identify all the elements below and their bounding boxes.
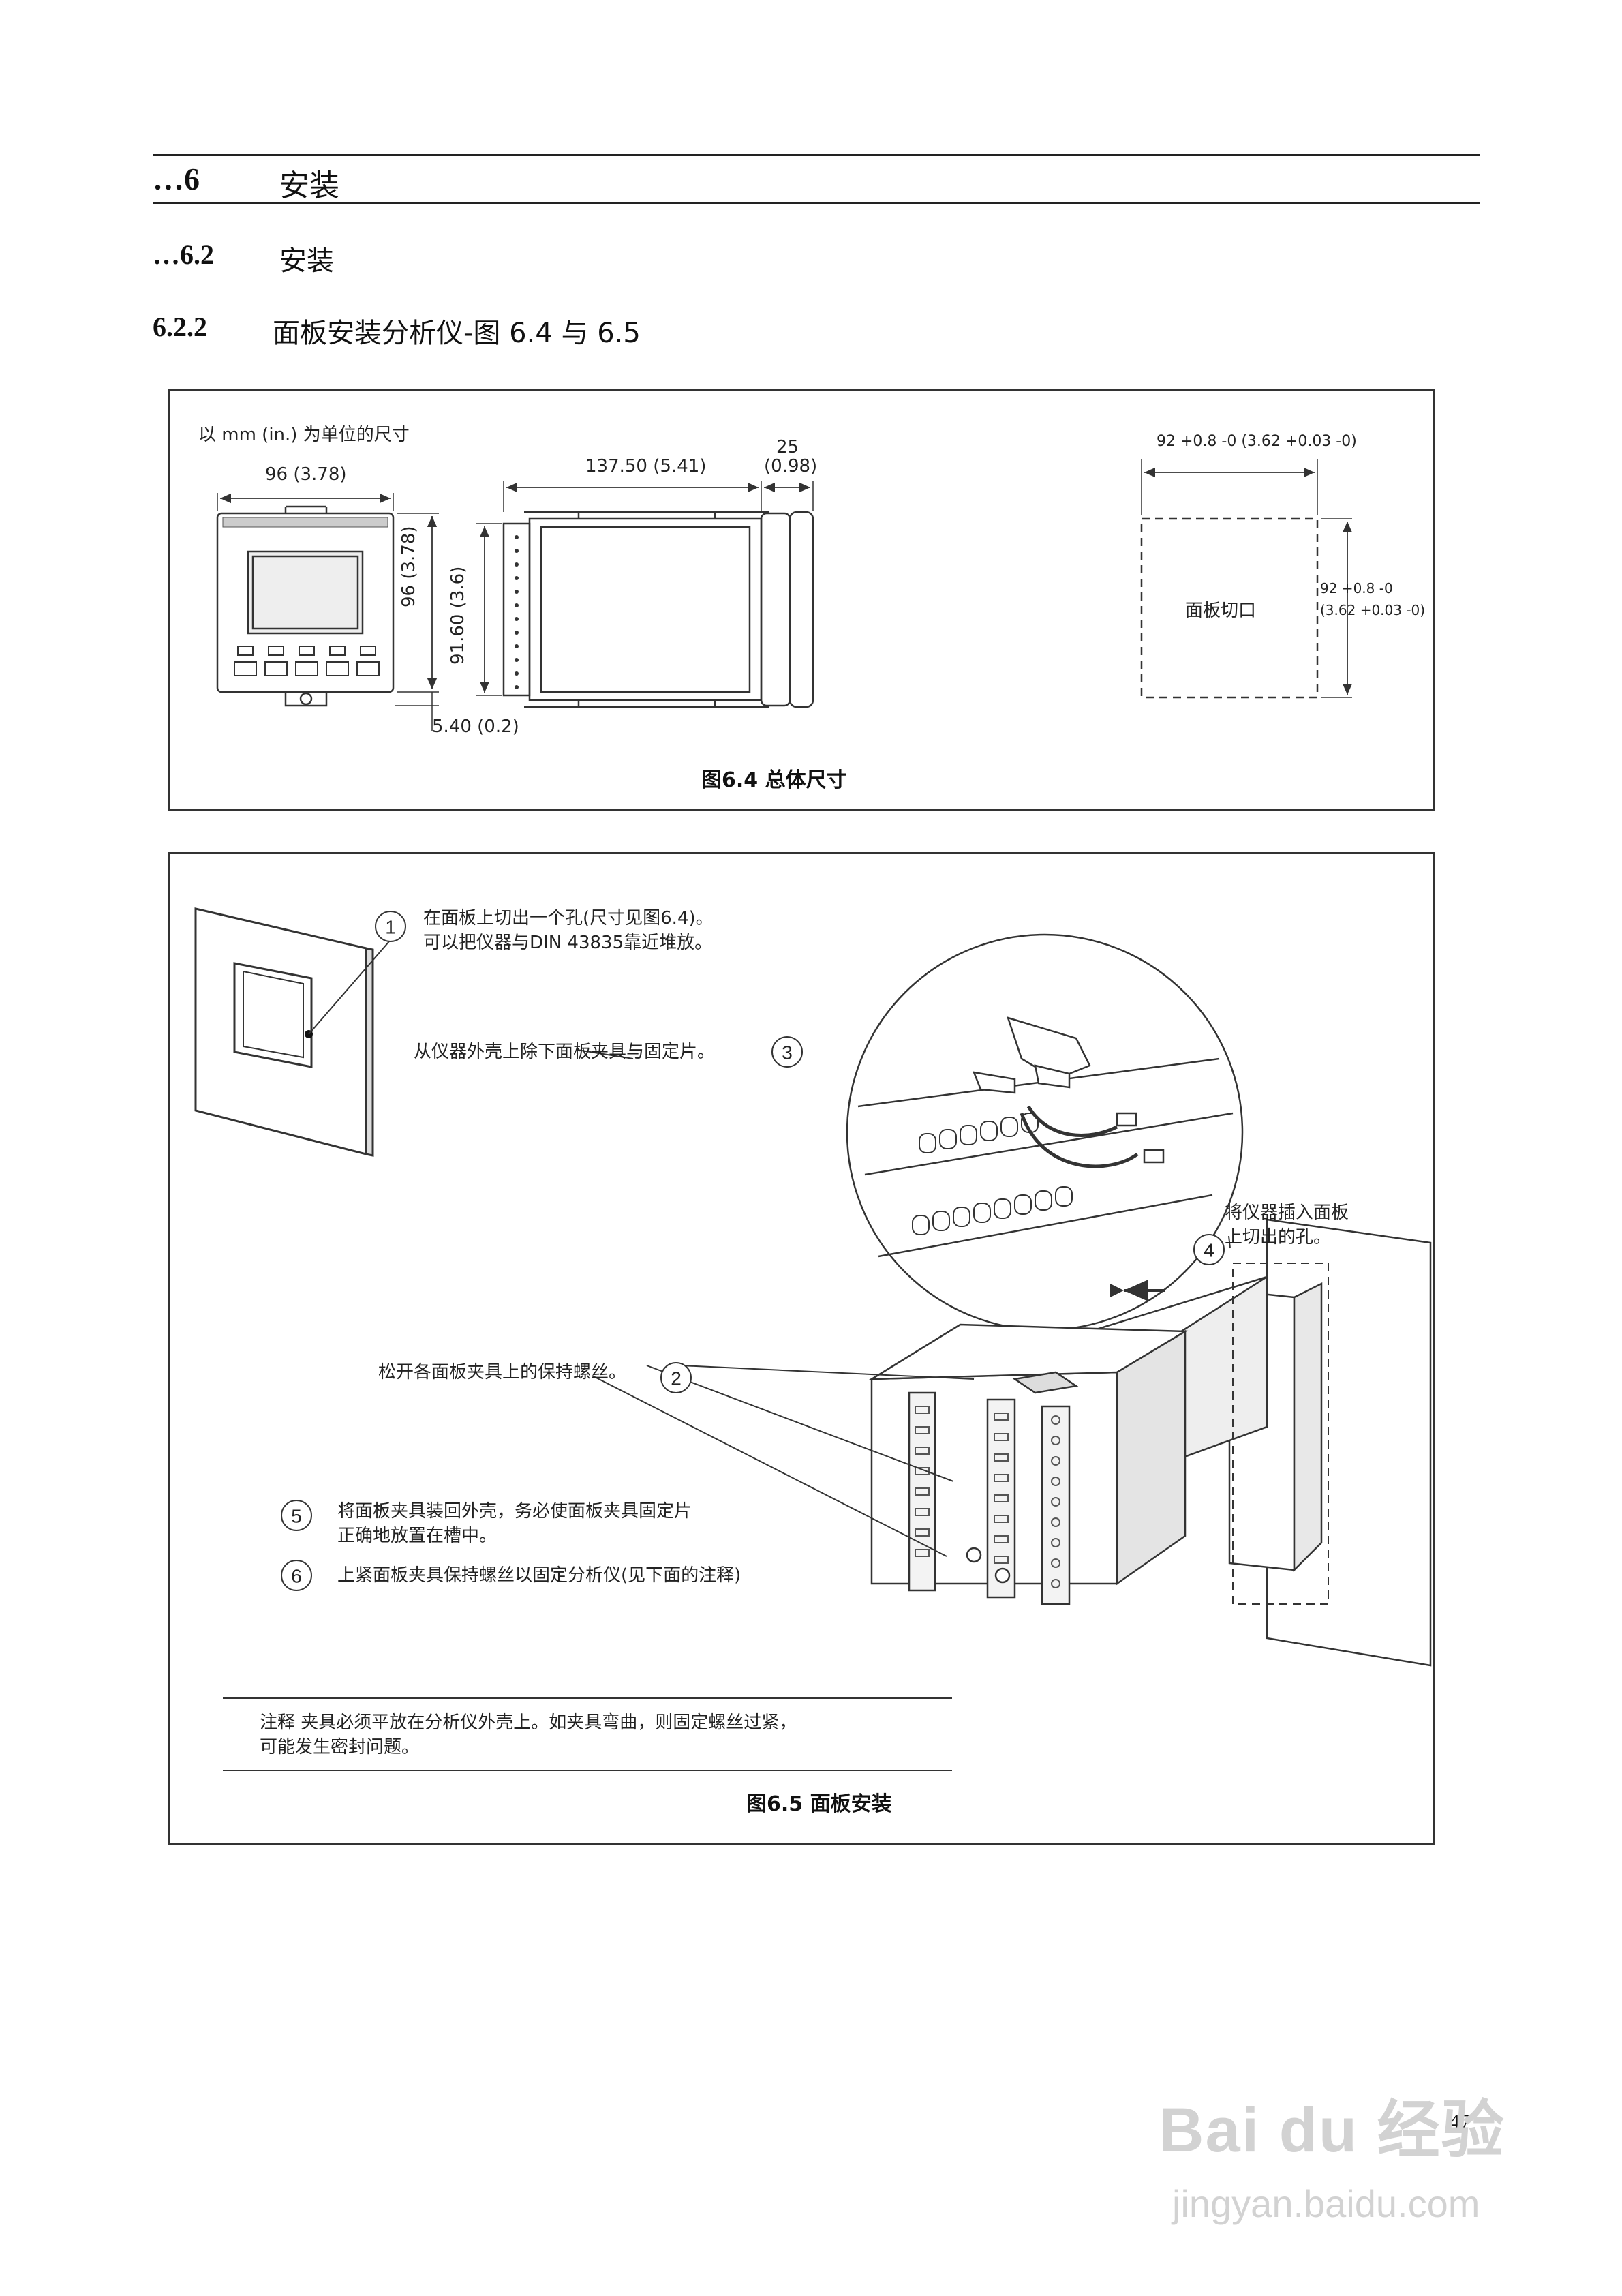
side-view-drawing bbox=[502, 511, 814, 708]
top-rule bbox=[153, 154, 1480, 156]
step-5-line-2: 正确地放置在槽中。 bbox=[337, 1526, 498, 1546]
subsection-heading: …6.2 安装 bbox=[153, 239, 334, 277]
subsubsection-heading: 6.2.2 面板安装分析仪-图 6.4 与 6.5 bbox=[153, 311, 641, 349]
baidu-jingyan-watermark-logo: Bai du 经验 bbox=[1159, 2096, 1505, 2165]
step-5-text: 将面板夹具装回外壳，务必使面板夹具固定片 正确地放置在槽中。 bbox=[337, 1499, 692, 1548]
callout-1 bbox=[375, 911, 406, 942]
callout-1-number: 1 bbox=[385, 917, 396, 938]
step-4-line-1: 将仪器插入面板 bbox=[1225, 1203, 1349, 1223]
step-2-text: 松开各面板夹具上的保持螺丝。 bbox=[378, 1362, 627, 1383]
front-clip-dimension: 5.40 (0.2) bbox=[432, 716, 519, 737]
step-1-line-1: 在面板上切出一个孔(尺寸见图6.4)。 bbox=[423, 908, 714, 928]
side-bezel-dimension-inches: (0.98) bbox=[764, 456, 818, 477]
baidu-jingyan-watermark-url: jingyan.baidu.com bbox=[1172, 2182, 1480, 2225]
callout-circles bbox=[281, 911, 1225, 1591]
units-note: 以 mm (in.) 为单位的尺寸 bbox=[198, 425, 410, 445]
step-1-line-2: 可以把仪器与DIN 43835靠近堆放。 bbox=[423, 933, 713, 953]
callout-3-number: 3 bbox=[782, 1042, 793, 1063]
callout-6-number: 6 bbox=[291, 1566, 302, 1587]
step-5-line-1: 将面板夹具装回外壳，务必使面板夹具固定片 bbox=[337, 1501, 692, 1522]
step-1-text: 在面板上切出一个孔(尺寸见图6.4)。 可以把仪器与DIN 43835靠近堆放。 bbox=[423, 906, 714, 955]
callout-5 bbox=[281, 1500, 312, 1531]
callout-2 bbox=[660, 1362, 692, 1393]
installation-note: 注释 夹具必须平放在分析仪外壳上。如夹具弯曲，则固定螺丝过紧， 可能发生密封问题… bbox=[260, 1710, 797, 1759]
side-bezel-dimension: 25 bbox=[776, 437, 799, 457]
section-rule bbox=[153, 202, 1480, 204]
cutout-width-dimension: 92 +0.8 -0 (3.62 +0.03 -0) bbox=[1157, 433, 1357, 450]
subsubsection-title: 面板安装分析仪-图 6.4 与 6.5 bbox=[273, 318, 641, 349]
callout-3 bbox=[771, 1036, 803, 1068]
front-height-dimension: 96 (3.78) bbox=[399, 526, 419, 607]
figure-6-5-caption: 图6.5 面板安装 bbox=[746, 1792, 892, 1816]
section-heading: …6 安装 bbox=[153, 161, 339, 203]
panel-with-cutout bbox=[194, 907, 374, 1157]
magnified-clip-detail bbox=[846, 933, 1244, 1331]
callout-2-number: 2 bbox=[671, 1368, 682, 1389]
note-line-1: 注释 夹具必须平放在分析仪外壳上。如夹具弯曲，则固定螺丝过紧， bbox=[260, 1712, 797, 1733]
front-width-dimension: 96 (3.78) bbox=[265, 464, 347, 485]
figure-6-5: 1 3 4 2 5 6 在面板上切出一个孔(尺寸见图6.4)。 可以把仪器与DI… bbox=[168, 852, 1435, 1845]
step-6-text: 上紧面板夹具保持螺丝以固定分析仪(见下面的注释) bbox=[337, 1565, 741, 1586]
dimension-drawings bbox=[216, 459, 1353, 731]
subsection-number: …6.2 bbox=[153, 239, 214, 270]
subsection-title: 安装 bbox=[279, 245, 334, 277]
callout-6 bbox=[281, 1560, 312, 1591]
cutout-label: 面板切口 bbox=[1185, 601, 1257, 621]
side-depth-dimension: 137.50 (5.41) bbox=[585, 456, 707, 477]
cutout-outline bbox=[1140, 517, 1319, 699]
callout-4 bbox=[1193, 1234, 1225, 1265]
cutout-height-dimension: 92 +0.8 -0 bbox=[1320, 580, 1393, 596]
page-number: 47 bbox=[1449, 2109, 1471, 2134]
figure-6-4: 以 mm (in.) 为单位的尺寸 96 (3.78) 96 (3.78) 5.… bbox=[168, 389, 1435, 811]
step-3-text: 从仪器外壳上除下面板夹具与固定片。 bbox=[414, 1042, 716, 1062]
note-line-2: 可能发生密封问题。 bbox=[260, 1737, 420, 1757]
side-height-dimension: 91.60 (3.6) bbox=[448, 566, 468, 665]
callout-5-number: 5 bbox=[291, 1506, 302, 1527]
step-4-line-2: 上切出的孔。 bbox=[1225, 1227, 1332, 1248]
cutout-height-dimension-inches: (3.62 +0.03 -0) bbox=[1320, 602, 1426, 618]
section-number: …6 bbox=[153, 162, 200, 196]
callout-4-number: 4 bbox=[1204, 1240, 1214, 1261]
front-view-drawing bbox=[216, 505, 395, 707]
section-title: 安装 bbox=[279, 168, 339, 203]
analyzer-body bbox=[868, 1218, 1432, 1667]
figure-6-4-caption: 图6.4 总体尺寸 bbox=[701, 768, 847, 792]
panel-installation-drawing: 1 3 4 2 5 6 bbox=[194, 907, 1432, 1771]
step-4-text: 将仪器插入面板 上切出的孔。 bbox=[1225, 1200, 1349, 1250]
subsubsection-number: 6.2.2 bbox=[153, 312, 207, 342]
